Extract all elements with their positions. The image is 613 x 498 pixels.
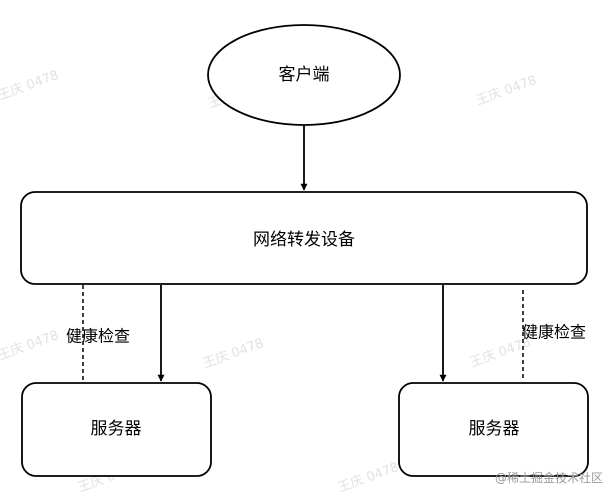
health-check-label-right: 健康检查 bbox=[522, 323, 586, 342]
watermark-text: 王庆 0478 bbox=[0, 328, 61, 364]
server-left-label: 服务器 bbox=[91, 419, 142, 439]
forwarder-node bbox=[20, 191, 588, 285]
watermark-text: 王庆 0478 bbox=[336, 460, 401, 496]
server-right-label: 服务器 bbox=[469, 419, 520, 439]
source-badge: @稀土掘金技术社区 bbox=[495, 470, 603, 485]
forwarder-label: 网络转发设备 bbox=[253, 230, 355, 250]
watermark-text: 王庆 0478 bbox=[201, 336, 266, 372]
watermark-text: 王庆 0478 bbox=[474, 73, 539, 109]
client-label: 客户端 bbox=[279, 65, 330, 85]
server-left-node bbox=[21, 382, 212, 477]
server-right-node bbox=[398, 382, 589, 477]
watermark-text: 王庆 0478 bbox=[0, 68, 61, 104]
health-check-label-left: 健康检查 bbox=[66, 327, 130, 346]
